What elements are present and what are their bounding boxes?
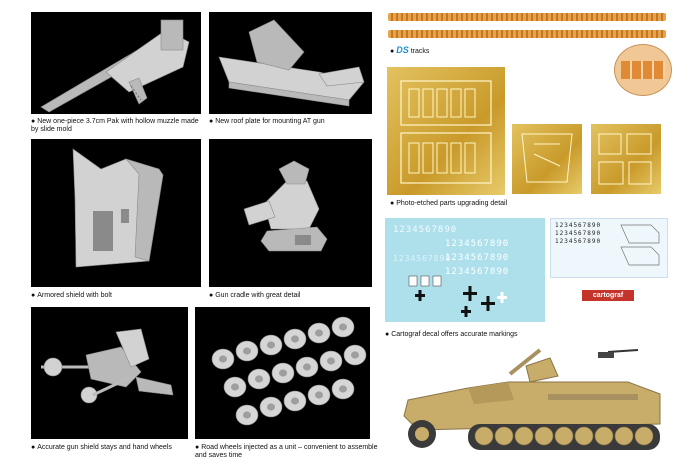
track-strip-top [388, 13, 666, 21]
decal-small-numbers-1: 1234567890 [555, 222, 602, 229]
armored-shield-image [31, 139, 201, 287]
road-wheel [307, 384, 331, 406]
road-wheel [271, 362, 295, 384]
shield-caption: ●Armored shield with bolt [31, 292, 112, 299]
ds-logo: DS [396, 45, 409, 55]
roof-caption: ●New roof plate for mounting AT gun [209, 118, 325, 125]
halftrack-vehicle-image [398, 342, 668, 460]
roof-plate-image [209, 12, 372, 114]
road-wheel [283, 328, 307, 350]
decal-small-numbers-2: 1234567890 [555, 230, 602, 237]
decal-numbers-row-1: 1234567890 [393, 225, 458, 235]
decal-numbers-row-5: 1234567890 [393, 254, 452, 263]
road-wheel [307, 322, 331, 344]
road-wheel [295, 356, 319, 378]
road-wheel [235, 340, 259, 362]
decal-crosses [415, 286, 507, 317]
pak-caption: ●New one-piece 3.7cm Pak with hollow muz… [31, 118, 199, 133]
photoetch-caption: ●Photo-etched parts upgrading detail [390, 200, 508, 207]
track-strip-bottom [388, 30, 666, 38]
decal-small-numbers-3: 1234567890 [555, 238, 602, 245]
road-wheel [259, 396, 283, 418]
road-wheel [259, 334, 283, 356]
road-wheel [235, 404, 259, 426]
road-wheel [343, 344, 367, 366]
photoetch-sheet-medium [512, 124, 582, 194]
road-wheel [211, 348, 235, 370]
stays-caption: ●Accurate gun shield stays and hand whee… [31, 444, 172, 451]
road-wheel [223, 376, 247, 398]
road-wheel [331, 378, 355, 400]
cradle-caption: ●Gun cradle with great detail [209, 292, 301, 299]
decal-numbers-row-2: 1234567890 [445, 239, 510, 249]
photoetch-sheet-small [591, 124, 661, 194]
photoetch-sheet-large [387, 67, 505, 195]
decal-numbers-row-3: 1234567890 [445, 253, 510, 263]
road-wheel [331, 316, 355, 338]
gun-cradle-image [209, 139, 372, 287]
shield-stays-image [31, 307, 188, 439]
road-wheels-image [195, 307, 370, 439]
decal-sheet-main: 1234567890 1234567890 1234567890 1234567… [385, 218, 545, 322]
tracks-caption: ●DS tracks [390, 45, 430, 56]
pak-gun-image [31, 12, 201, 114]
cartograf-caption: ●Cartograf decal offers accurate marking… [385, 331, 518, 338]
road-wheel [283, 390, 307, 412]
road-wheel [319, 350, 343, 372]
cartograf-logo: cartograf [582, 290, 634, 301]
wheels-caption: ●Road wheels injected as a unit – conven… [195, 444, 378, 459]
decal-sheet-small: 1234567890 1234567890 1234567890 [550, 218, 668, 278]
track-link-closeup [614, 44, 672, 96]
decal-numbers-row-4: 1234567890 [445, 267, 510, 277]
road-wheel [247, 368, 271, 390]
